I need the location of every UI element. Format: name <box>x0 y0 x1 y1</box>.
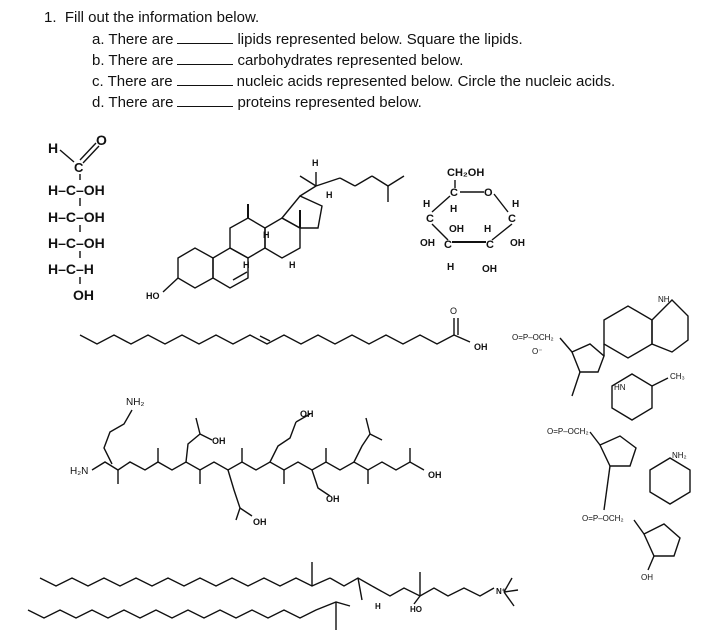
dna-nh: NH <box>658 295 670 304</box>
dna-hn: HN <box>614 383 626 392</box>
pyranose-c-br: C <box>486 239 494 251</box>
item-c: c. There are nucleic acids represented be… <box>92 71 615 92</box>
dna-phosphate-2: O=P–OCH₂ <box>547 427 589 436</box>
peptide-nh2-top: NH₂ <box>126 397 144 408</box>
steroid-ho: HO <box>146 291 160 301</box>
pyranose-c-right: C <box>508 213 516 225</box>
phospholipid-structure: H HO N⁺ <box>27 562 519 630</box>
pyranose-c-top: C <box>450 187 458 199</box>
pyranose-oh-inner: OH <box>449 224 464 235</box>
pyranose-oh-left: OH <box>420 238 435 249</box>
phospholipid-ho: HO <box>410 605 422 614</box>
pyranose-structure: CH₂OH C O H C H OH H C H OH C C OH H OH <box>420 167 525 275</box>
steroid-h5: H <box>289 260 296 270</box>
item-text: carbohydrates represented below. <box>237 52 464 69</box>
peptide-structure: NH₂ H₂N OH OH OH OH OH <box>70 397 442 527</box>
dna-phosphate-1: O=P–OCH₂ <box>512 333 554 342</box>
dna-oh: OH <box>641 573 653 582</box>
item-d: d. There are proteins represented below. <box>92 92 422 113</box>
item-letter: b. <box>92 52 105 69</box>
question-number: 1. <box>44 9 57 26</box>
pyranose-oh-bottom: OH <box>482 264 497 275</box>
pyranose-ch2oh: CH₂OH <box>447 167 484 179</box>
steroid-h3: H <box>263 230 270 240</box>
phospholipid-h: H <box>375 602 381 611</box>
pyranose-c-bl: C <box>444 239 452 251</box>
cholesterol-structure: HO H H H H H <box>146 158 405 301</box>
pyranose-h-left: H <box>423 199 430 210</box>
pyranose-h-right-top: H <box>512 199 519 210</box>
item-text: proteins represented below. <box>237 94 422 111</box>
aldose-structure: H O C H–C–OH H–C–OH H–C–OH H–C–H OH <box>48 132 107 303</box>
item-a: a. There are lipids represented below. Sq… <box>92 29 523 50</box>
answer-blank-a[interactable] <box>177 29 234 44</box>
pyranose-c-left: C <box>426 213 434 225</box>
aldose-row1: H–C–OH <box>48 182 105 198</box>
item-lead: There are <box>108 94 174 111</box>
aldose-row2: H–C–OH <box>48 209 105 225</box>
item-b: b. There are carbohydrates represented be… <box>92 50 463 71</box>
peptide-h2n: H₂N <box>70 466 88 477</box>
item-text: lipids represented below. Square the lip… <box>237 31 523 48</box>
steroid-h4: H <box>243 260 250 270</box>
aldose-h-top: H <box>48 140 58 156</box>
dna-nh2: NH₂ <box>672 451 687 460</box>
question-prompt: Fill out the information below. <box>64 9 260 26</box>
fatty-acid-oh: OH <box>474 342 488 352</box>
peptide-oh-ser: OH <box>326 494 340 504</box>
item-lead: There are <box>108 52 174 69</box>
aldose-bottom-oh: OH <box>73 287 94 303</box>
item-letter: a. <box>92 31 105 48</box>
pyranose-oh-right: OH <box>510 238 525 249</box>
pyranose-h-bottom: H <box>447 262 454 273</box>
aldose-o-top: O <box>96 132 107 148</box>
pyranose-o-ring: O <box>484 187 493 199</box>
dna-o-minus: O⁻ <box>532 347 542 356</box>
steroid-h2: H <box>326 190 333 200</box>
dna-phosphate-3: O=P–OCH₂ <box>582 514 624 523</box>
aldose-row4: H–C–H <box>48 261 94 277</box>
phospholipid-nplus: N⁺ <box>496 587 506 596</box>
dna-structure: O=P–OCH₂ O⁻ NH O=P–OCH₂ HN CH₃ O=P–OCH₂ … <box>512 295 691 582</box>
answer-blank-d[interactable] <box>177 92 234 107</box>
peptide-oh-end: OH <box>428 470 442 480</box>
dna-ch3: CH₃ <box>670 372 685 381</box>
question-header: 1. Fill out the information below. <box>44 8 259 28</box>
answer-blank-c[interactable] <box>176 71 233 86</box>
peptide-oh-top: OH <box>300 409 314 419</box>
steroid-h1: H <box>312 158 319 168</box>
item-lead: There are <box>107 73 173 90</box>
item-letter: c. <box>92 73 104 90</box>
aldose-row3: H–C–OH <box>48 235 105 251</box>
pyranose-h-mid: H <box>484 224 491 235</box>
aldose-c-top: C <box>74 160 84 175</box>
fatty-acid-o: O <box>450 306 457 316</box>
peptide-oh-mid: OH <box>212 436 226 446</box>
peptide-oh-bottom: OH <box>253 517 267 527</box>
fatty-acid-structure: O OH <box>79 306 488 352</box>
pyranose-h-inner: H <box>450 204 457 215</box>
answer-blank-b[interactable] <box>177 50 234 65</box>
item-text: nucleic acids represented below. Circle … <box>236 73 616 90</box>
item-lead: There are <box>108 31 174 48</box>
item-letter: d. <box>92 94 105 111</box>
